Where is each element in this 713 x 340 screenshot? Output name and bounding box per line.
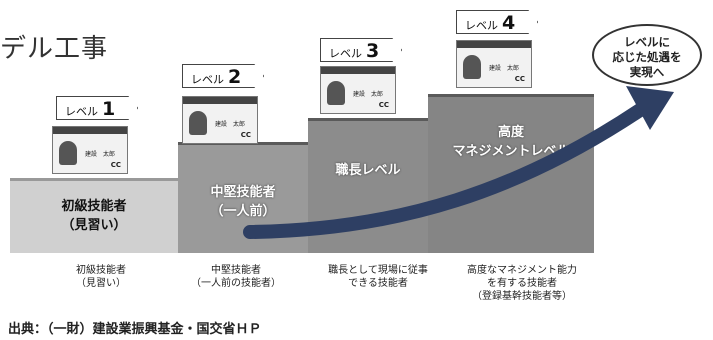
step-label-level-1-line1: 初級技能者 bbox=[61, 199, 127, 214]
level-4-description: 高度なマネジメント能力 を有する技能者 （登録基幹技能者等） bbox=[467, 265, 577, 302]
level-1-description: 初級技能者 （見習い） bbox=[76, 265, 126, 289]
diagram-title: デル工事 bbox=[0, 34, 109, 64]
step-label-level-3: 職長レベル bbox=[335, 163, 401, 178]
step-label-level-4-line1: 高度 bbox=[497, 125, 524, 140]
person-icon bbox=[463, 55, 481, 79]
source-citation: 出典：（一財）建設業振興基金・国交省ＨＰ bbox=[8, 322, 262, 337]
step-label-level-2-line1: 中堅技能者 bbox=[210, 185, 276, 200]
id-card-level-1: 建設 太郎 CC bbox=[52, 126, 128, 174]
level-3-description: 職長として現場に従事 できる技能者 bbox=[328, 265, 428, 289]
step-label-level-4-line2: マネジメントレベル bbox=[452, 144, 570, 159]
step-level-3: 職長レベル bbox=[308, 118, 428, 253]
id-card-level-2: 建設 太郎 CC bbox=[182, 96, 258, 144]
step-label-level-2-line2: （一人前） bbox=[210, 204, 276, 219]
goal-bubble: レベルに 応じた処遇を 実現へ bbox=[592, 24, 702, 86]
id-card-level-4: 建設 太郎 CC bbox=[456, 40, 532, 88]
person-icon bbox=[189, 111, 207, 135]
person-icon bbox=[327, 81, 345, 105]
step-level-1: 初級技能者 （見習い） bbox=[10, 178, 178, 253]
step-label-level-1-line2: （見習い） bbox=[61, 218, 127, 233]
id-card-level-3: 建設 太郎 CC bbox=[320, 66, 396, 114]
person-icon bbox=[59, 141, 77, 165]
level-2-description: 中堅技能者 （一人前の技能者） bbox=[191, 265, 281, 289]
